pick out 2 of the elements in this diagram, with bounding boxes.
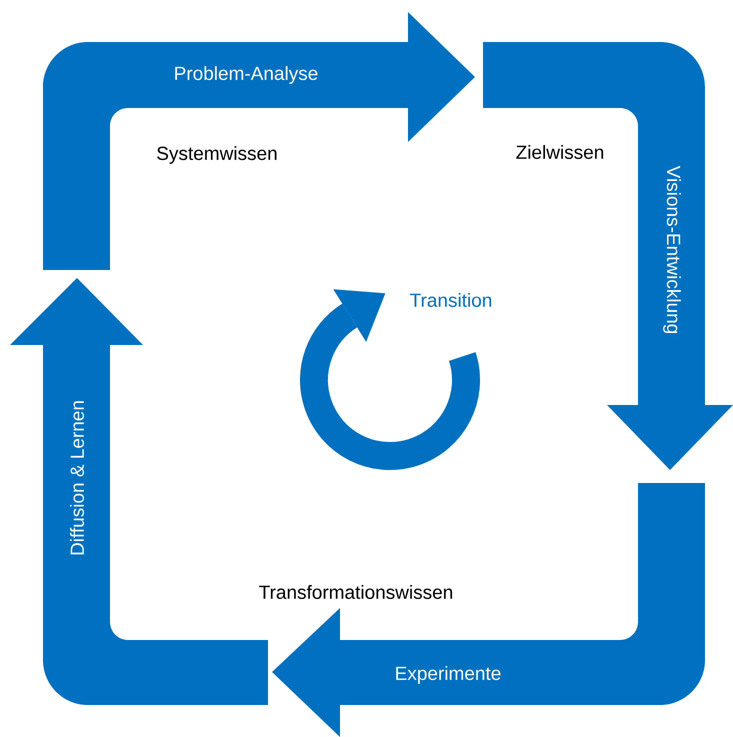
text-label: Zielwissen <box>516 145 604 159</box>
text-label: Systemwissen <box>157 146 276 164</box>
